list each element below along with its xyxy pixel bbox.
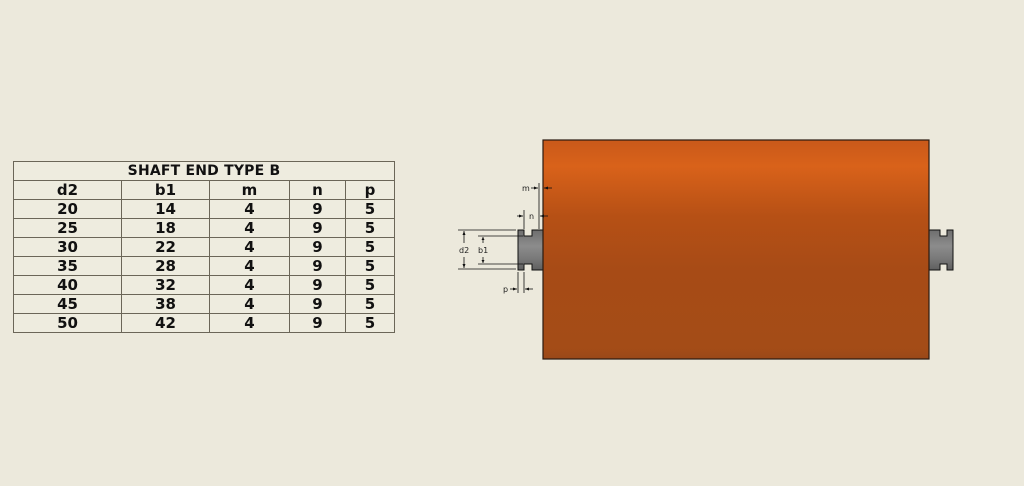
- dimension-arrows: [462, 186, 548, 291]
- dim-label-m: m: [522, 184, 530, 193]
- cell-d2: 35: [13, 256, 122, 276]
- table-row: 30 22 4 9 5: [13, 237, 395, 257]
- dim-label-p: p: [503, 285, 508, 294]
- table-row: 20 14 4 9 5: [13, 199, 395, 219]
- right-shaft-end: [927, 229, 954, 271]
- table-row: 50 42 4 9 5: [13, 313, 395, 333]
- roller-body: [542, 139, 930, 360]
- cell-b1: 18: [121, 218, 210, 238]
- cell-b1: 42: [121, 313, 210, 333]
- dim-label-d2: d2: [459, 246, 469, 255]
- cell-d2: 30: [13, 237, 122, 257]
- cell-p: 5: [345, 313, 395, 333]
- table-row: 25 18 4 9 5: [13, 218, 395, 238]
- cell-d2: 50: [13, 313, 122, 333]
- cell-d2: 25: [13, 218, 122, 238]
- dim-label-n: n: [529, 212, 534, 221]
- shaft-end-table: SHAFT END TYPE B d2 b1 m n p 20 14 4 9 5…: [13, 161, 395, 333]
- dim-label-b1: b1: [478, 246, 488, 255]
- cell-b1: 14: [121, 199, 210, 219]
- table-header-row: d2 b1 m n p: [13, 180, 395, 200]
- cell-b1: 38: [121, 294, 210, 314]
- cell-p: 5: [345, 218, 395, 238]
